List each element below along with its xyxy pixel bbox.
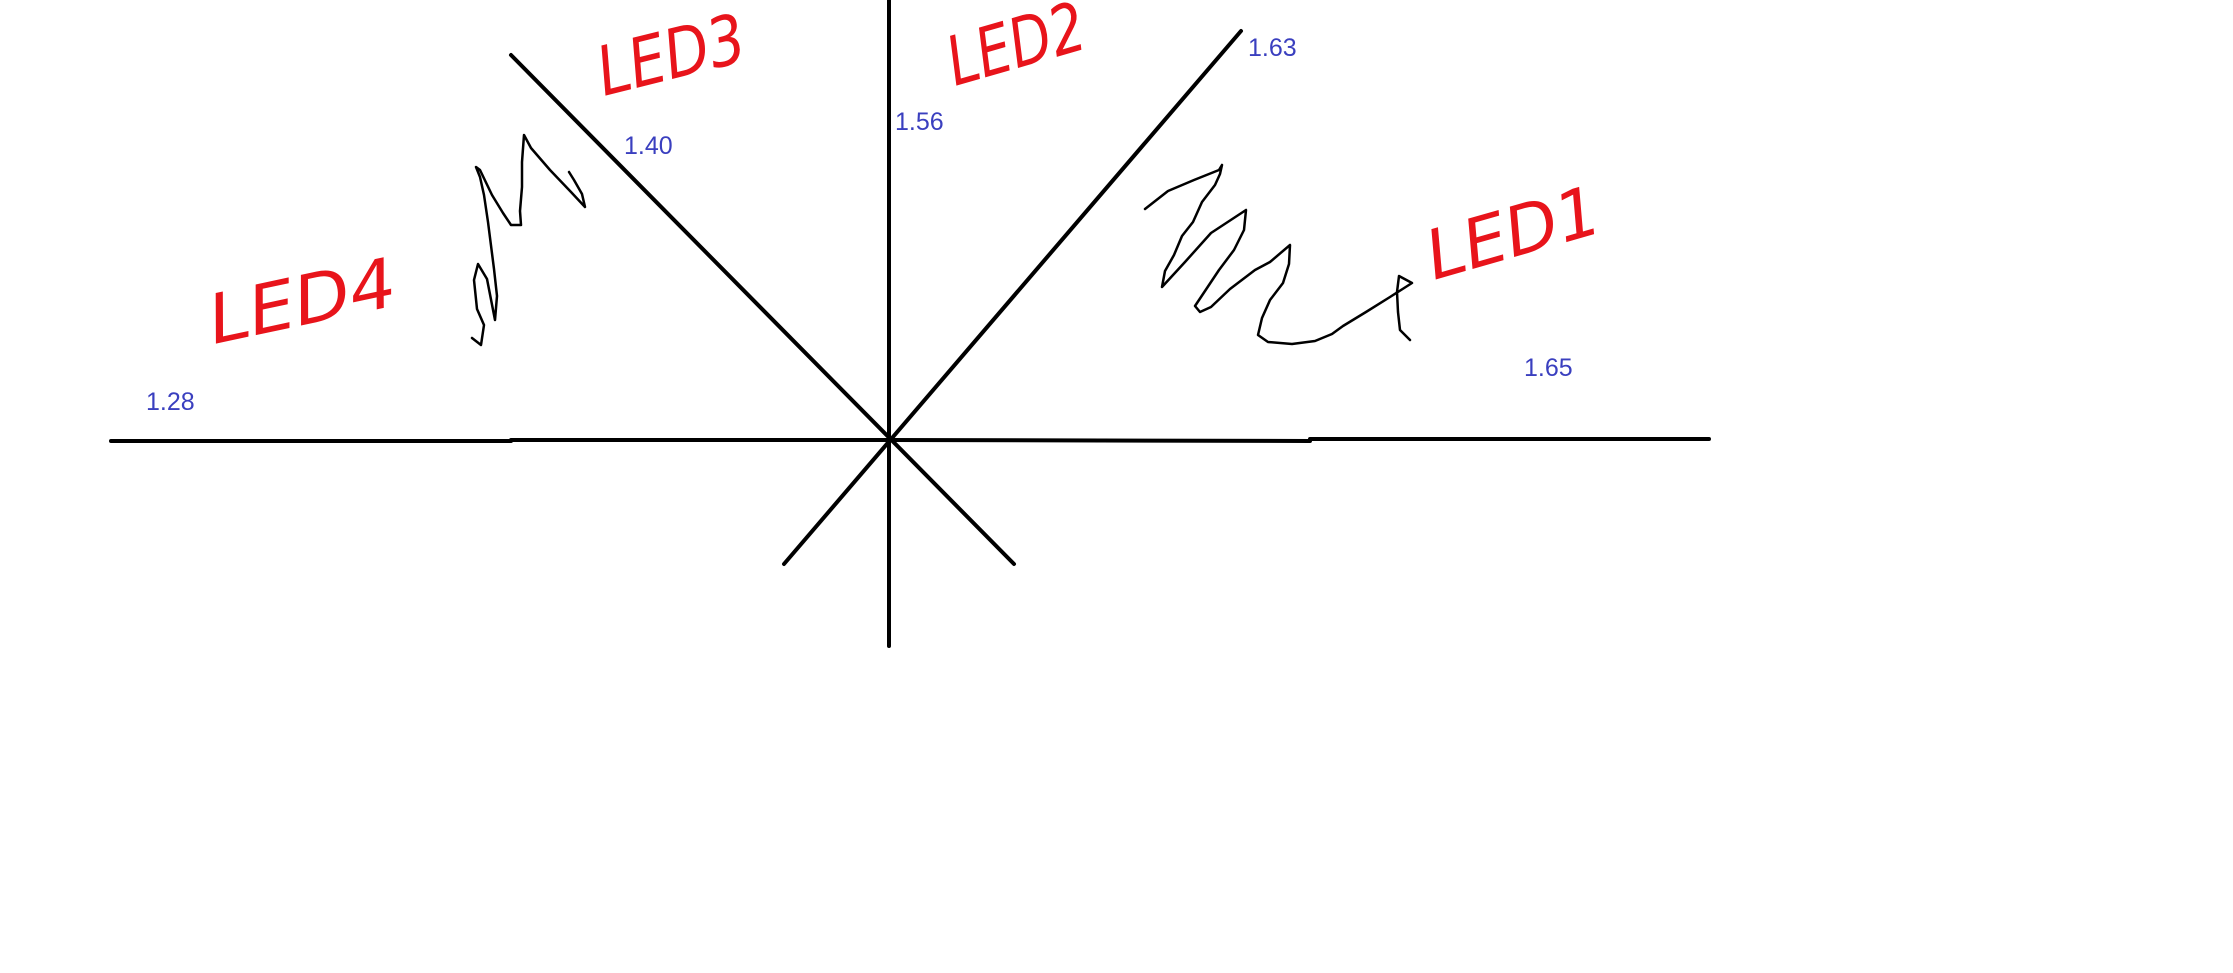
horizontal-axis-center-right: [887, 438, 1312, 443]
value-label-led4: 1.28: [146, 388, 195, 416]
zigzag-squiggles: [470, 133, 1414, 347]
value-label-led1: 1.65: [1524, 354, 1573, 382]
axis-lines: [109, 0, 1711, 648]
value-labels: 1.28 1.40 1.56 1.63 1.65: [146, 34, 1573, 416]
value-label-diagonal: 1.63: [1248, 34, 1297, 62]
value-label-led3: 1.40: [624, 132, 673, 160]
diagonal-line-left: [509, 53, 1016, 566]
value-label-led2: 1.56: [895, 108, 944, 136]
right-zigzag: [1143, 163, 1414, 346]
left-zigzag: [470, 133, 587, 347]
diagonal-line-right: [782, 29, 1243, 566]
